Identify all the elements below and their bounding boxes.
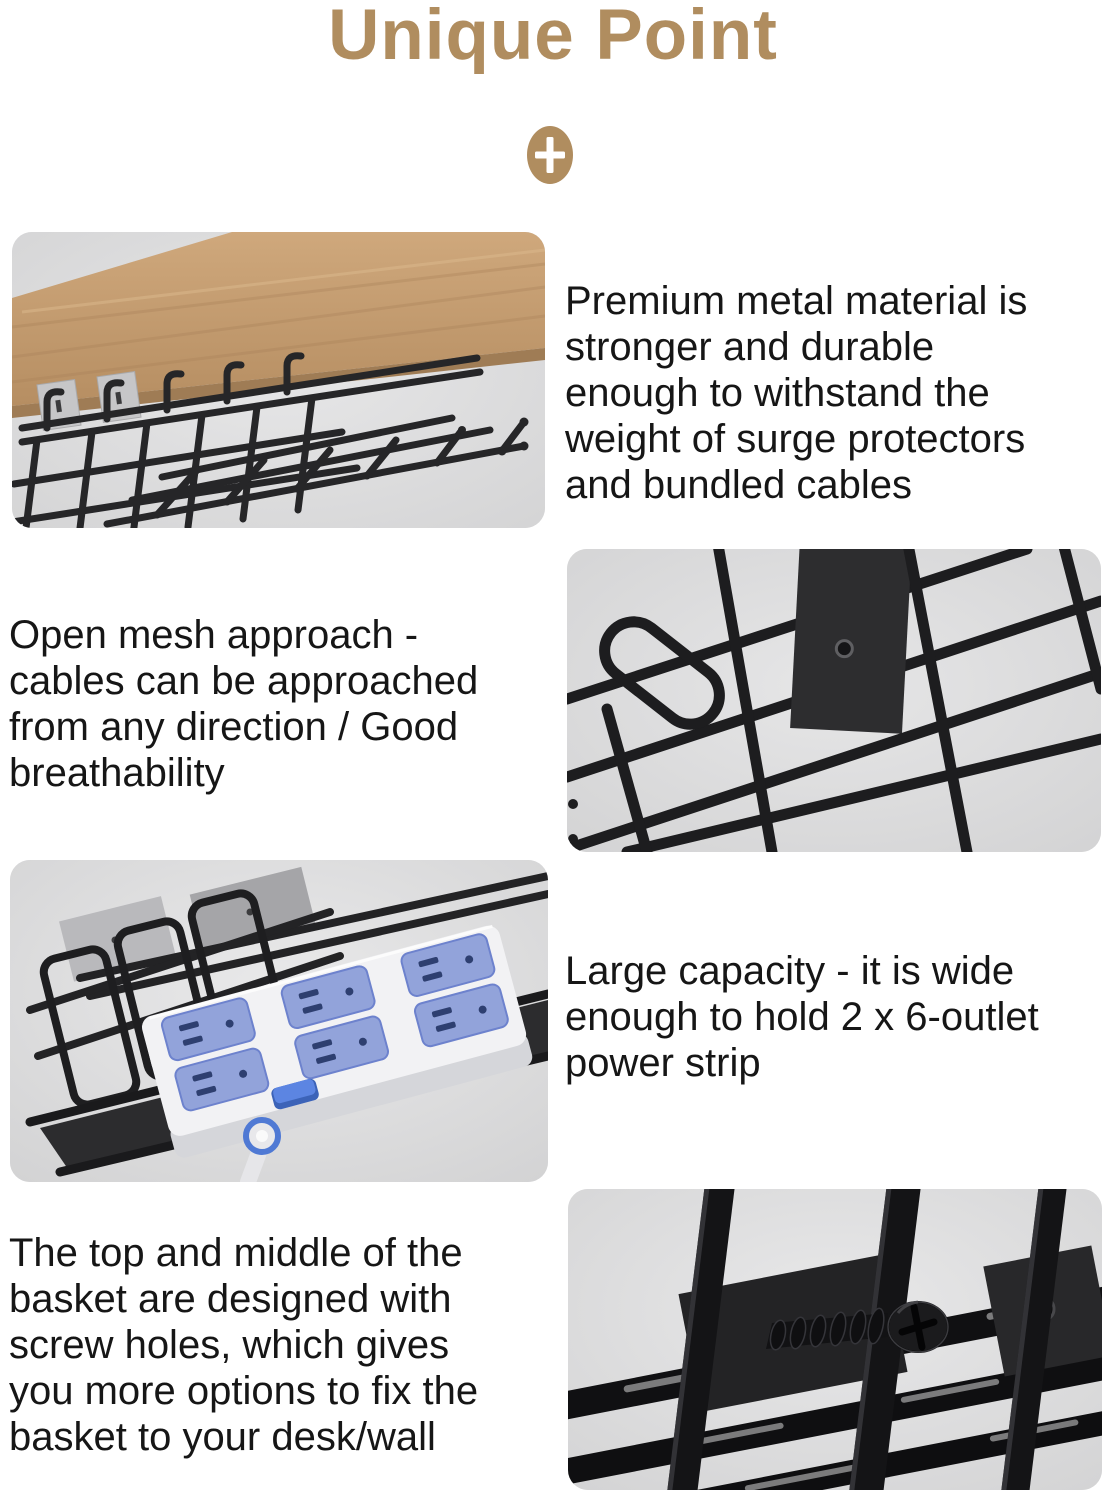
feature-text-line: Large capacity - it is wide [565,949,1015,993]
feature-text-line: enough to withstand the [565,371,990,415]
feature-text-line: power strip [565,1041,761,1085]
mesh-wires-front [567,549,1101,852]
feature-text-line: Premium metal material is [565,279,1028,323]
screw-hole-closeup-photo [568,1189,1102,1490]
feature-premium-metal-text: Premium metal material is stronger and d… [565,278,1105,508]
wire-end-caps [458,417,529,456]
feature-text-line: from any direction / Good [9,705,459,749]
feature-open-mesh-text: Open mesh approach - cables can be appro… [9,612,557,796]
feature-large-capacity-text: Large capacity - it is wide enough to ho… [565,948,1105,1086]
power-outlets [160,933,509,1112]
power-cable [240,1117,281,1182]
tray-far-rails [26,872,548,1060]
plus-icon [527,126,573,184]
mesh-basket-closeup-illustration [567,549,1101,852]
feature-text-line: stronger and durable [565,325,935,369]
tray-with-power-strip-illustration [10,860,548,1182]
wire-basket [12,352,528,528]
mounting-bracket-plate [790,549,912,734]
vertical-wire-bars [662,1189,1069,1490]
under-desk-cable-tray-illustration [12,232,545,528]
feature-text-line: weight of surge protectors [565,417,1026,461]
mesh-basket-closeup-photo [567,549,1101,852]
tray-with-power-strip-photo [10,860,548,1182]
page-title: Unique Point [328,0,778,75]
feature-text-line: Open mesh approach - [9,613,419,657]
feature-text-line: basket are designed with [9,1277,452,1321]
feature-text-line: enough to hold 2 x 6-outlet [565,995,1039,1039]
power-switch [271,1078,319,1110]
feature-text-line: and bundled cables [565,463,912,507]
wire-end-caps [568,799,578,844]
screw [766,1300,949,1353]
under-desk-cable-tray-photo [12,232,545,528]
feature-text-line: breathability [9,751,225,795]
feature-text-line: screw holes, which gives [9,1323,450,1367]
feature-screw-holes-text: The top and middle of the basket are des… [9,1230,557,1460]
feature-text-line: The top and middle of the [9,1231,463,1275]
feature-text-line: cables can be approached [9,659,479,703]
plus-icon-glyph [527,126,573,184]
feature-text-line: you more options to fix the [9,1369,479,1413]
screw-hole-closeup-illustration [568,1189,1102,1490]
feature-text-line: basket to your desk/wall [9,1415,436,1459]
